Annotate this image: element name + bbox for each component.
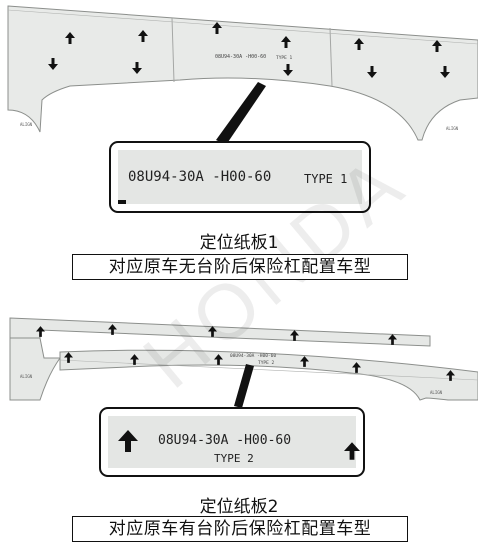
callout-pointer-1	[216, 82, 266, 145]
template-board-1	[7, 5, 478, 141]
panel1-title: 定位纸板1	[199, 233, 279, 253]
zoom-type-1: TYPE 1	[304, 172, 347, 186]
edge-label-right-2: ALIGN	[430, 390, 443, 395]
zoom-callout-2	[99, 407, 365, 477]
panel2-subtitle: 对应原车有台阶后保险杠配置车型	[72, 516, 408, 542]
zoom-code-1: 08U94-30A -H00-60	[128, 169, 271, 185]
edge-label-left-2: ALIGN	[20, 374, 33, 379]
template-small-type-2: TYPE 2	[258, 360, 275, 366]
edge-label-right-1: ALIGN	[446, 126, 459, 131]
edge-label-left-1: ALIGN	[20, 122, 33, 127]
panel2-title: 定位纸板2	[199, 497, 279, 517]
template-board-2	[9, 317, 478, 401]
zoom-type-2: TYPE 2	[214, 452, 254, 465]
template-small-code-1: 08U94-30A -H00-60	[215, 54, 266, 60]
template-small-code-2: 08U94-30A -H00-60	[230, 353, 276, 359]
zoom-callout-1	[109, 141, 371, 213]
zoom-code-2: 08U94-30A -H00-60	[158, 433, 291, 448]
template-small-type-1: TYPE 1	[276, 55, 293, 61]
callout-pointer-2	[234, 364, 254, 408]
panel1-subtitle: 对应原车无台阶后保险杠配置车型	[72, 254, 408, 280]
